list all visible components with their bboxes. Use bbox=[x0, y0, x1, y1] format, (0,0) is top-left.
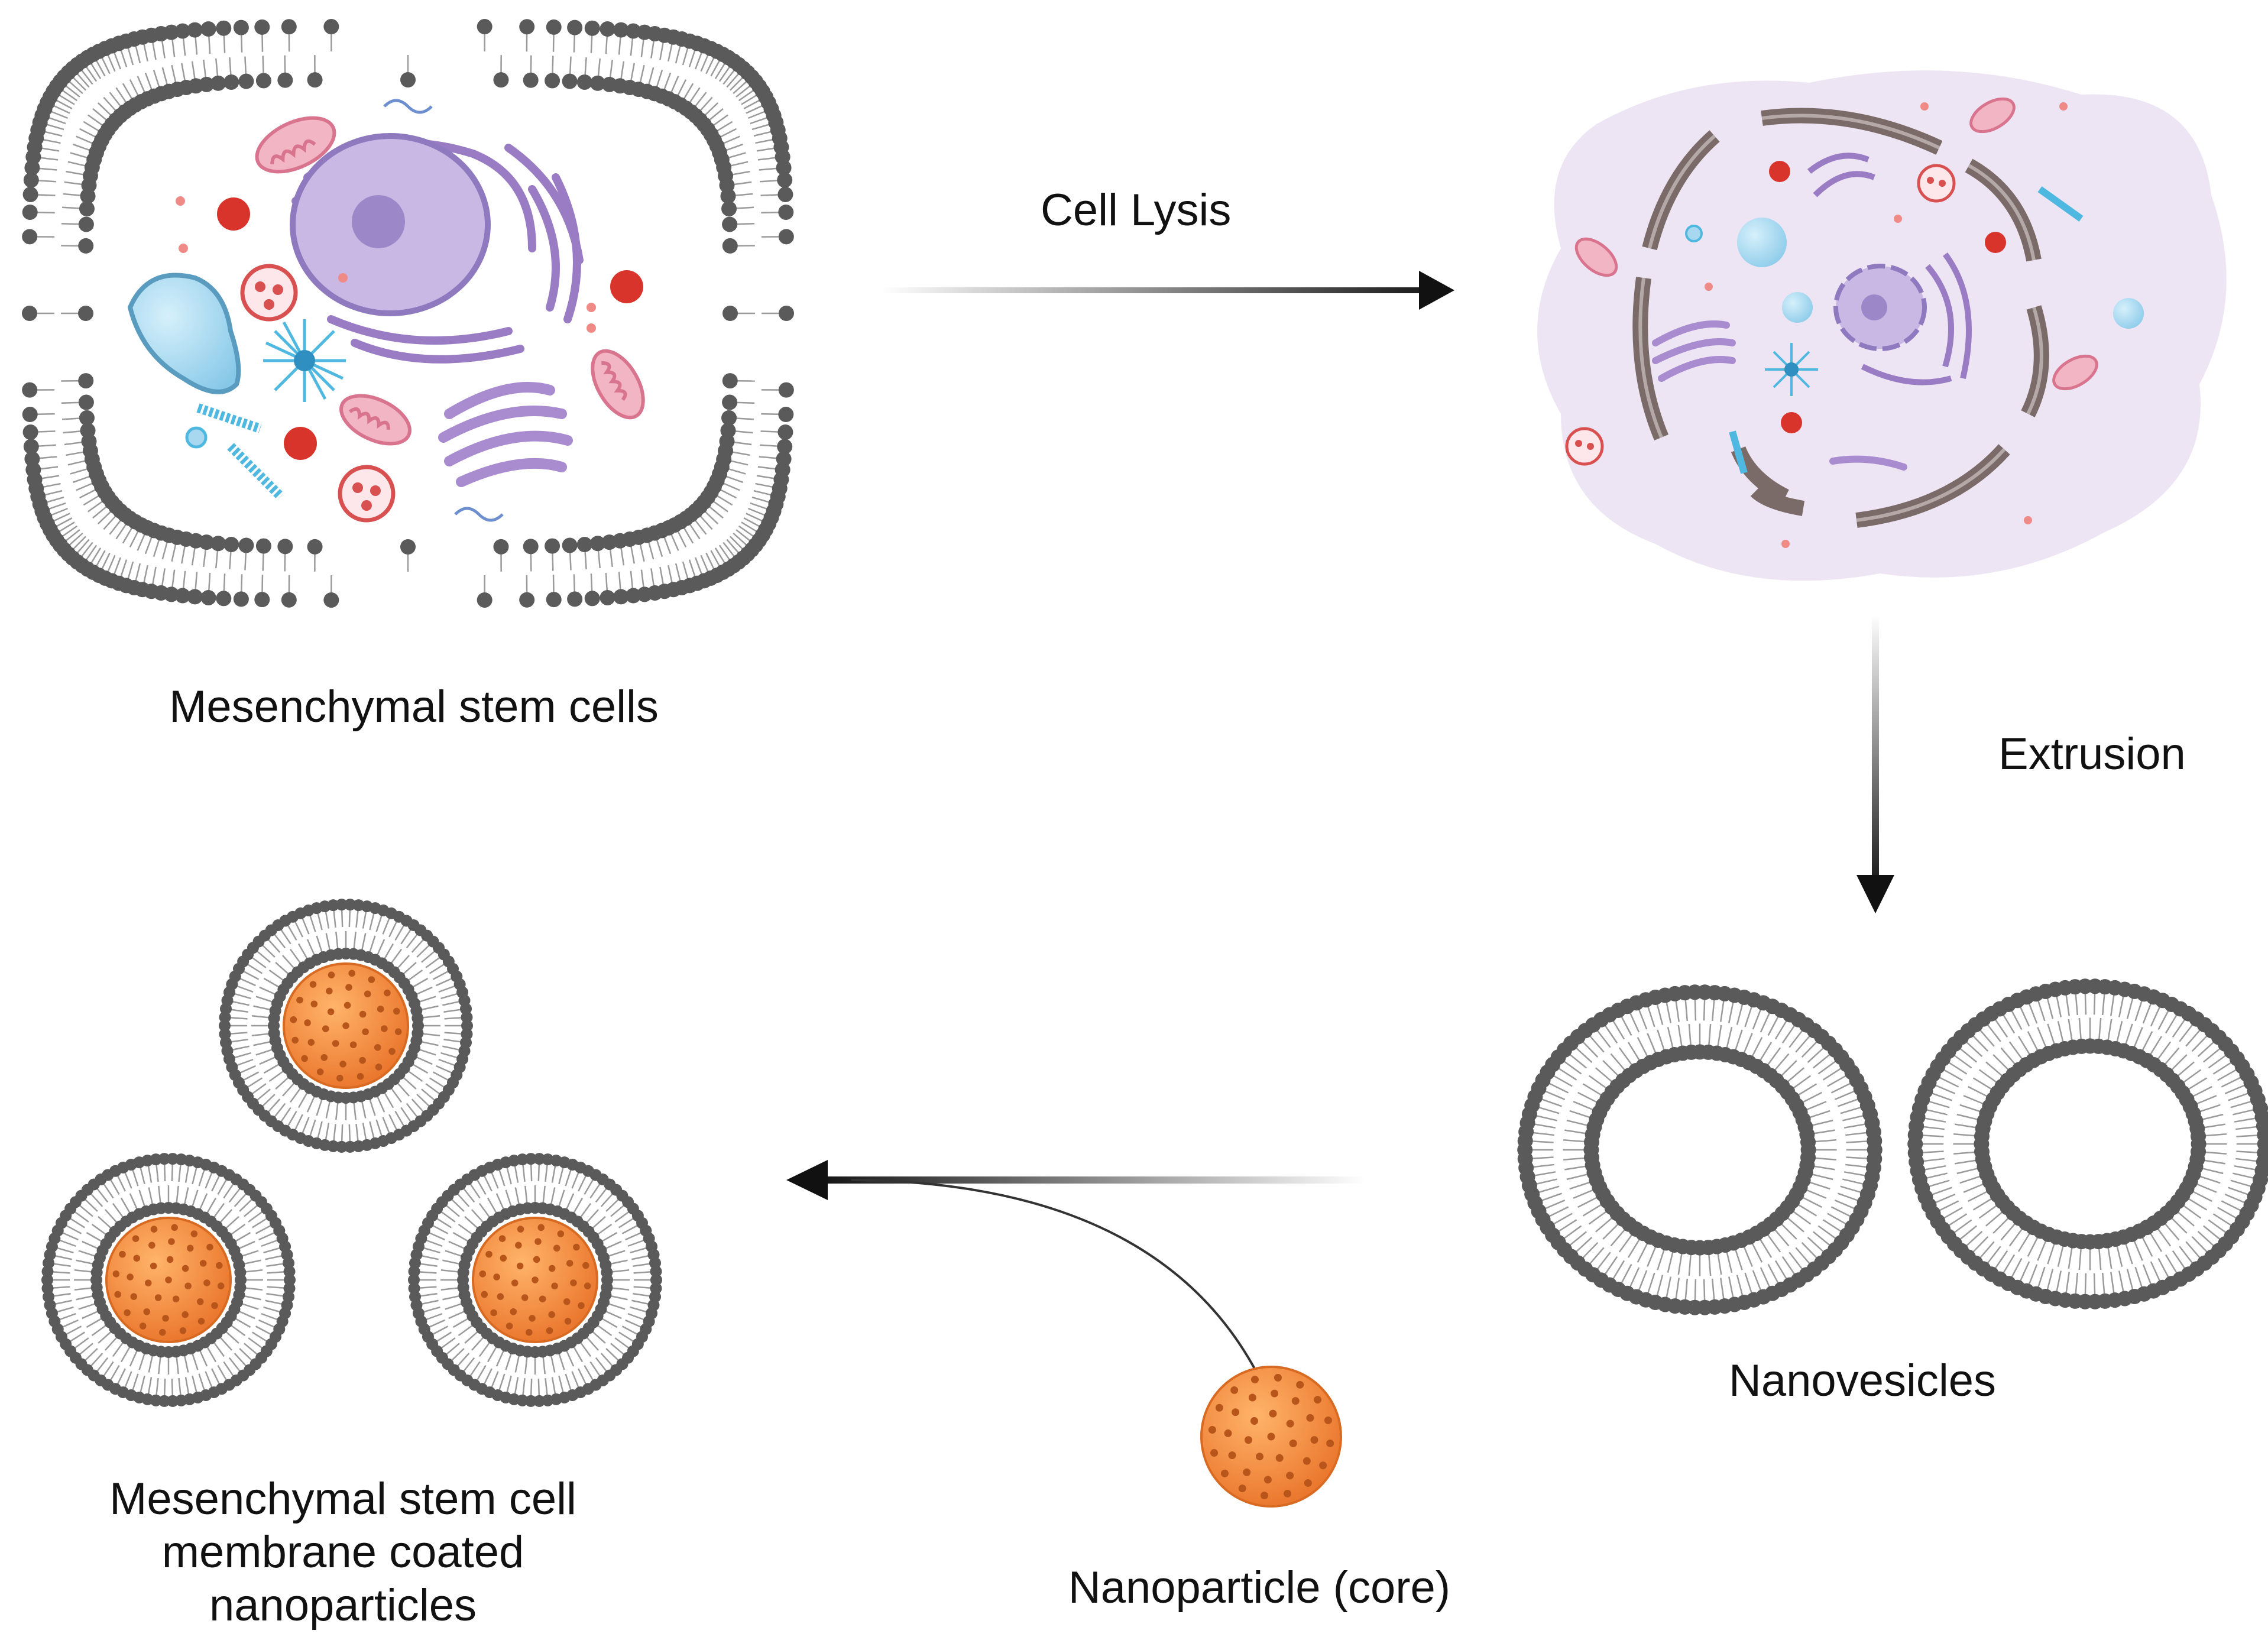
microtubule bbox=[1729, 186, 2084, 474]
nanovesicle-2 bbox=[1907, 978, 2268, 1309]
vacuole bbox=[1782, 292, 1813, 323]
red-vesicle bbox=[1781, 412, 1802, 433]
red-vesicle bbox=[284, 427, 317, 460]
arrow-cell-lysis bbox=[881, 271, 1454, 310]
coated-nanoparticle-2 bbox=[41, 1153, 296, 1407]
lysosome bbox=[338, 465, 396, 523]
cell-membrane-bilayer bbox=[22, 19, 794, 608]
coated-nanoparticle-3 bbox=[408, 1153, 662, 1407]
label-mesenchymal-stem-cells: Mesenchymal stem cells bbox=[169, 682, 659, 732]
mitochondrion-1 bbox=[255, 116, 336, 174]
rna-strand bbox=[454, 507, 504, 522]
nanoparticle-merge-line bbox=[851, 1179, 1261, 1378]
label-nanoparticle-core: Nanoparticle (core) bbox=[1068, 1563, 1451, 1613]
label-extrusion: Extrusion bbox=[1998, 729, 2186, 779]
mitochondrion-3 bbox=[591, 349, 645, 420]
lysosome bbox=[1565, 427, 1604, 466]
red-vesicle bbox=[1769, 161, 1790, 182]
rna-strand bbox=[383, 99, 433, 114]
centrosome bbox=[263, 319, 346, 402]
label-nanovesicles: Nanovesicles bbox=[1729, 1356, 1996, 1406]
cytoplasm-granules bbox=[176, 196, 596, 333]
lysed-cell bbox=[1537, 70, 2227, 581]
red-vesicle bbox=[610, 270, 643, 303]
mitochondrion bbox=[2052, 354, 2098, 391]
golgi-apparatus bbox=[438, 382, 573, 487]
vacuole bbox=[1737, 218, 1787, 267]
small-vesicle bbox=[1685, 225, 1703, 242]
mitochondrion bbox=[1574, 237, 1618, 277]
broken-membrane-heads bbox=[1638, 114, 2043, 522]
mitochondrion bbox=[1969, 97, 2016, 134]
golgi-apparatus bbox=[1652, 320, 1907, 471]
vacuole bbox=[2113, 298, 2144, 329]
arrow-coating bbox=[786, 1160, 1366, 1378]
nucleolus bbox=[1861, 294, 1887, 320]
centrosome bbox=[1765, 343, 1818, 396]
label-coated-line-3: nanoparticles bbox=[209, 1580, 477, 1630]
endoplasmic-reticulum bbox=[1807, 153, 1972, 385]
label-coated-line-1: Mesenchymal stem cell bbox=[109, 1474, 576, 1524]
mesenchymal-stem-cell bbox=[22, 19, 794, 608]
vacuole bbox=[127, 273, 241, 394]
coated-nanoparticle-1 bbox=[219, 899, 473, 1153]
cytoplasm-granules bbox=[1705, 102, 2068, 548]
nanoparticle-core bbox=[1200, 1366, 1342, 1508]
red-vesicle bbox=[1985, 232, 2006, 253]
red-vesicle bbox=[217, 197, 250, 231]
arrow-extrusion bbox=[1856, 615, 1894, 913]
lysosome bbox=[1917, 164, 1956, 203]
nanovesicle-1 bbox=[1517, 984, 1883, 1315]
label-cell-lysis: Cell Lysis bbox=[1041, 185, 1232, 235]
mitochondrion-2 bbox=[339, 394, 412, 446]
microtubule bbox=[196, 403, 284, 500]
label-coated-line-2: membrane coated bbox=[161, 1527, 524, 1577]
lysosome bbox=[240, 264, 298, 322]
nucleolus bbox=[352, 195, 405, 248]
small-vesicle bbox=[185, 426, 208, 449]
